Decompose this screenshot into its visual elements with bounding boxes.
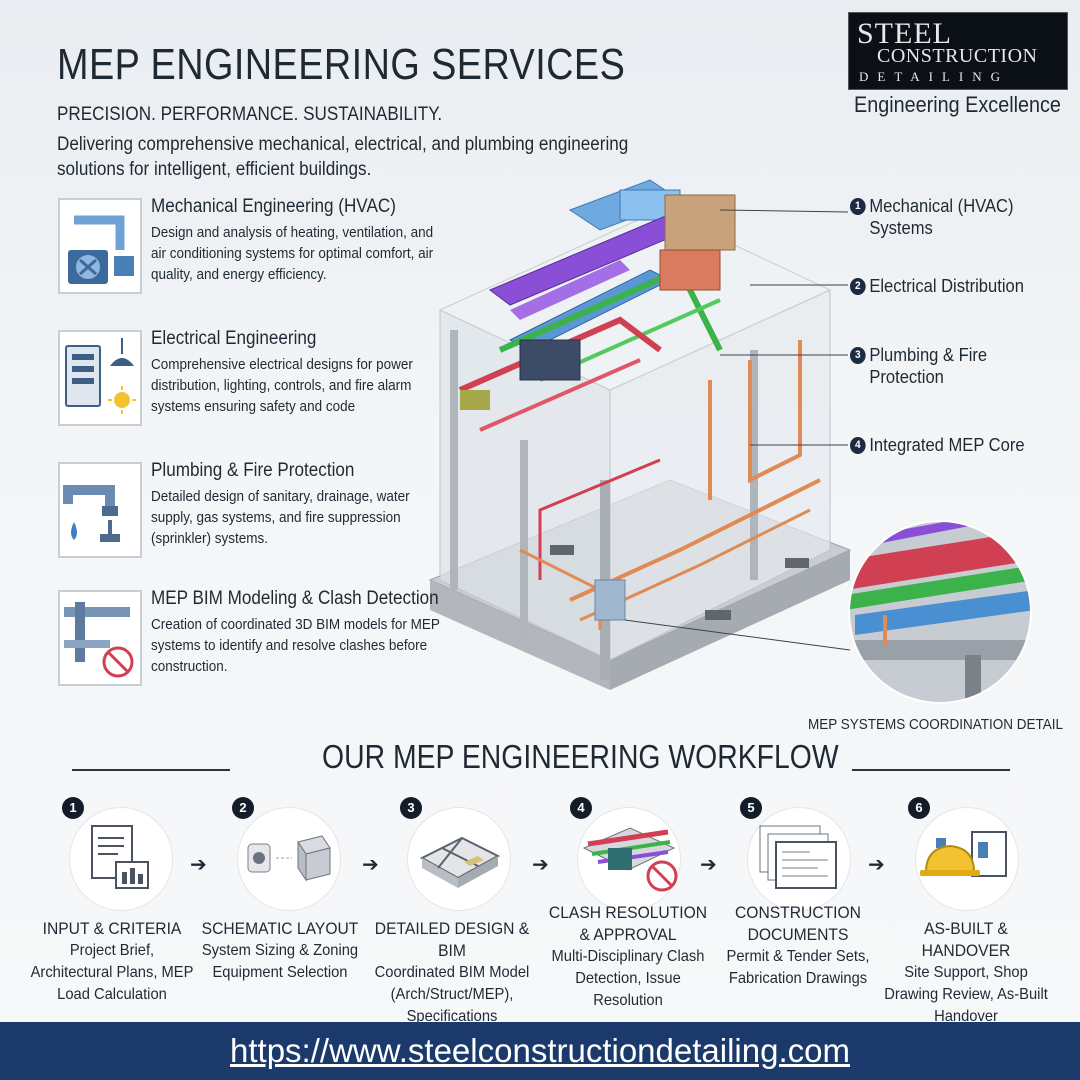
step-details: Multi-Disciplinary Clash Detection, Issu… xyxy=(551,948,705,1009)
step-title: DETAILED DESIGN & BIM xyxy=(374,919,530,960)
logo-line-2: CONSTRUCTION xyxy=(877,45,1038,67)
callout-number: 1 xyxy=(850,198,866,215)
service-title: Mechanical Engineering (HVAC) xyxy=(151,196,396,217)
footer-bar: https://www.steelconstructiondetailing.c… xyxy=(0,1022,1080,1080)
hvac-icon xyxy=(58,198,142,294)
step-2-illustration xyxy=(238,808,340,910)
step-title: CLASH RESOLUTION & APPROVAL xyxy=(548,903,708,944)
logo-tagline: Engineering Excellence xyxy=(854,92,1061,117)
step-1-illustration xyxy=(70,808,172,910)
step-details: Project Brief, Architectural Plans, MEP … xyxy=(30,942,194,1003)
step-details: Site Support, Shop Drawing Review, As-Bu… xyxy=(884,964,1048,1025)
floor-plan-icon xyxy=(419,836,501,888)
hard-hat-icon xyxy=(920,831,1007,877)
step-3-text: DETAILED DESIGN & BIM Coordinated BIM Mo… xyxy=(369,918,535,1028)
mep-building-illustration xyxy=(428,179,852,690)
arrow-right-icon: ➔ xyxy=(868,854,885,876)
plumbing-icon xyxy=(58,462,142,558)
arrow-right-icon: ➔ xyxy=(190,854,207,876)
logo-line-1: STEEL xyxy=(857,17,952,50)
company-logo: STEEL CONSTRUCTION DETAILING xyxy=(848,12,1068,90)
step-4-text: CLASH RESOLUTION & APPROVAL Multi-Discip… xyxy=(545,902,711,1012)
service-description: Detailed design of sanitary, drainage, w… xyxy=(151,488,410,547)
arrow-right-icon: ➔ xyxy=(700,854,717,876)
step-3-illustration xyxy=(408,808,510,910)
callout-number: 3 xyxy=(850,347,866,364)
step-number: 6 xyxy=(908,797,930,819)
callout-label: Electrical Distribution xyxy=(869,276,1024,296)
step-6-illustration xyxy=(916,808,1018,910)
step-title: SCHEMATIC LAYOUT xyxy=(201,919,359,938)
drawings-icon xyxy=(759,825,837,889)
callout-label: Mechanical (HVAC) Systems xyxy=(869,196,1014,238)
step-4-illustration xyxy=(578,808,680,910)
tagline: PRECISION. PERFORMANCE. SUSTAINABILITY. xyxy=(57,104,443,125)
step-1-text: INPUT & CRITERIA Project Brief, Architec… xyxy=(29,918,195,1006)
step-number: 3 xyxy=(400,797,422,819)
callout-label: Integrated MEP Core xyxy=(869,435,1025,455)
step-details: System Sizing & Zoning Equipment Selecti… xyxy=(201,942,359,981)
callout-electrical: 2 Electrical Distribution xyxy=(850,275,1024,297)
step-number: 5 xyxy=(740,797,762,819)
callout-core: 4 Integrated MEP Core xyxy=(850,434,1025,456)
callout-plumbing: 3 Plumbing & Fire Protection xyxy=(850,344,1062,388)
document-icon xyxy=(91,825,149,889)
arrow-right-icon: ➔ xyxy=(362,854,379,876)
detail-caption: MEP SYSTEMS COORDINATION DETAIL xyxy=(808,716,1064,733)
website-link[interactable]: https://www.steelconstructiondetailing.c… xyxy=(230,1032,850,1069)
step-title: INPUT & CRITERIA xyxy=(42,919,182,938)
callout-hvac: 1 Mechanical (HVAC) Systems xyxy=(850,195,1017,239)
step-number: 2 xyxy=(232,797,254,819)
service-description: Design and analysis of heating, ventilat… xyxy=(151,224,434,283)
bim-clash-icon xyxy=(58,590,142,686)
step-5-text: CONSTRUCTION DOCUMENTS Permit & Tender S… xyxy=(715,902,881,990)
service-description: Comprehensive electrical designs for pow… xyxy=(151,356,413,415)
page-title: MEP ENGINEERING SERVICES xyxy=(57,40,626,89)
workflow-title: OUR MEP ENGINEERING WORKFLOW xyxy=(322,738,839,775)
service-description: Creation of coordinated 3D BIM models fo… xyxy=(151,616,440,675)
service-title: MEP BIM Modeling & Clash Detection xyxy=(151,588,439,609)
electrical-icon xyxy=(58,330,142,426)
clash-detection-icon xyxy=(582,827,678,892)
step-number: 4 xyxy=(570,797,592,819)
coordination-detail-inset xyxy=(848,520,1032,704)
callout-number: 4 xyxy=(850,437,866,454)
callout-number: 2 xyxy=(850,278,866,295)
schematic-icon xyxy=(247,835,331,882)
step-details: Permit & Tender Sets, Fabrication Drawin… xyxy=(726,948,870,987)
intro-text: Delivering comprehensive mechanical, ele… xyxy=(57,134,629,180)
service-title: Electrical Engineering xyxy=(151,328,317,349)
arrow-right-icon: ➔ xyxy=(532,854,549,876)
divider-right xyxy=(852,769,1010,771)
step-title: AS-BUILT & HANDOVER xyxy=(921,919,1011,960)
step-2-text: SCHEMATIC LAYOUT System Sizing & Zoning … xyxy=(197,918,363,984)
step-details: Coordinated BIM Model (Arch/Struct/MEP),… xyxy=(374,964,530,1025)
step-title: CONSTRUCTION DOCUMENTS xyxy=(734,903,861,944)
step-number: 1 xyxy=(62,797,84,819)
step-5-illustration xyxy=(748,808,850,910)
step-6-text: AS-BUILT & HANDOVER Site Support, Shop D… xyxy=(883,918,1049,1028)
divider-left xyxy=(72,769,230,771)
service-title: Plumbing & Fire Protection xyxy=(151,460,355,481)
logo-line-3: DETAILING xyxy=(859,69,1009,84)
callout-label: Plumbing & Fire Protection xyxy=(869,345,988,387)
